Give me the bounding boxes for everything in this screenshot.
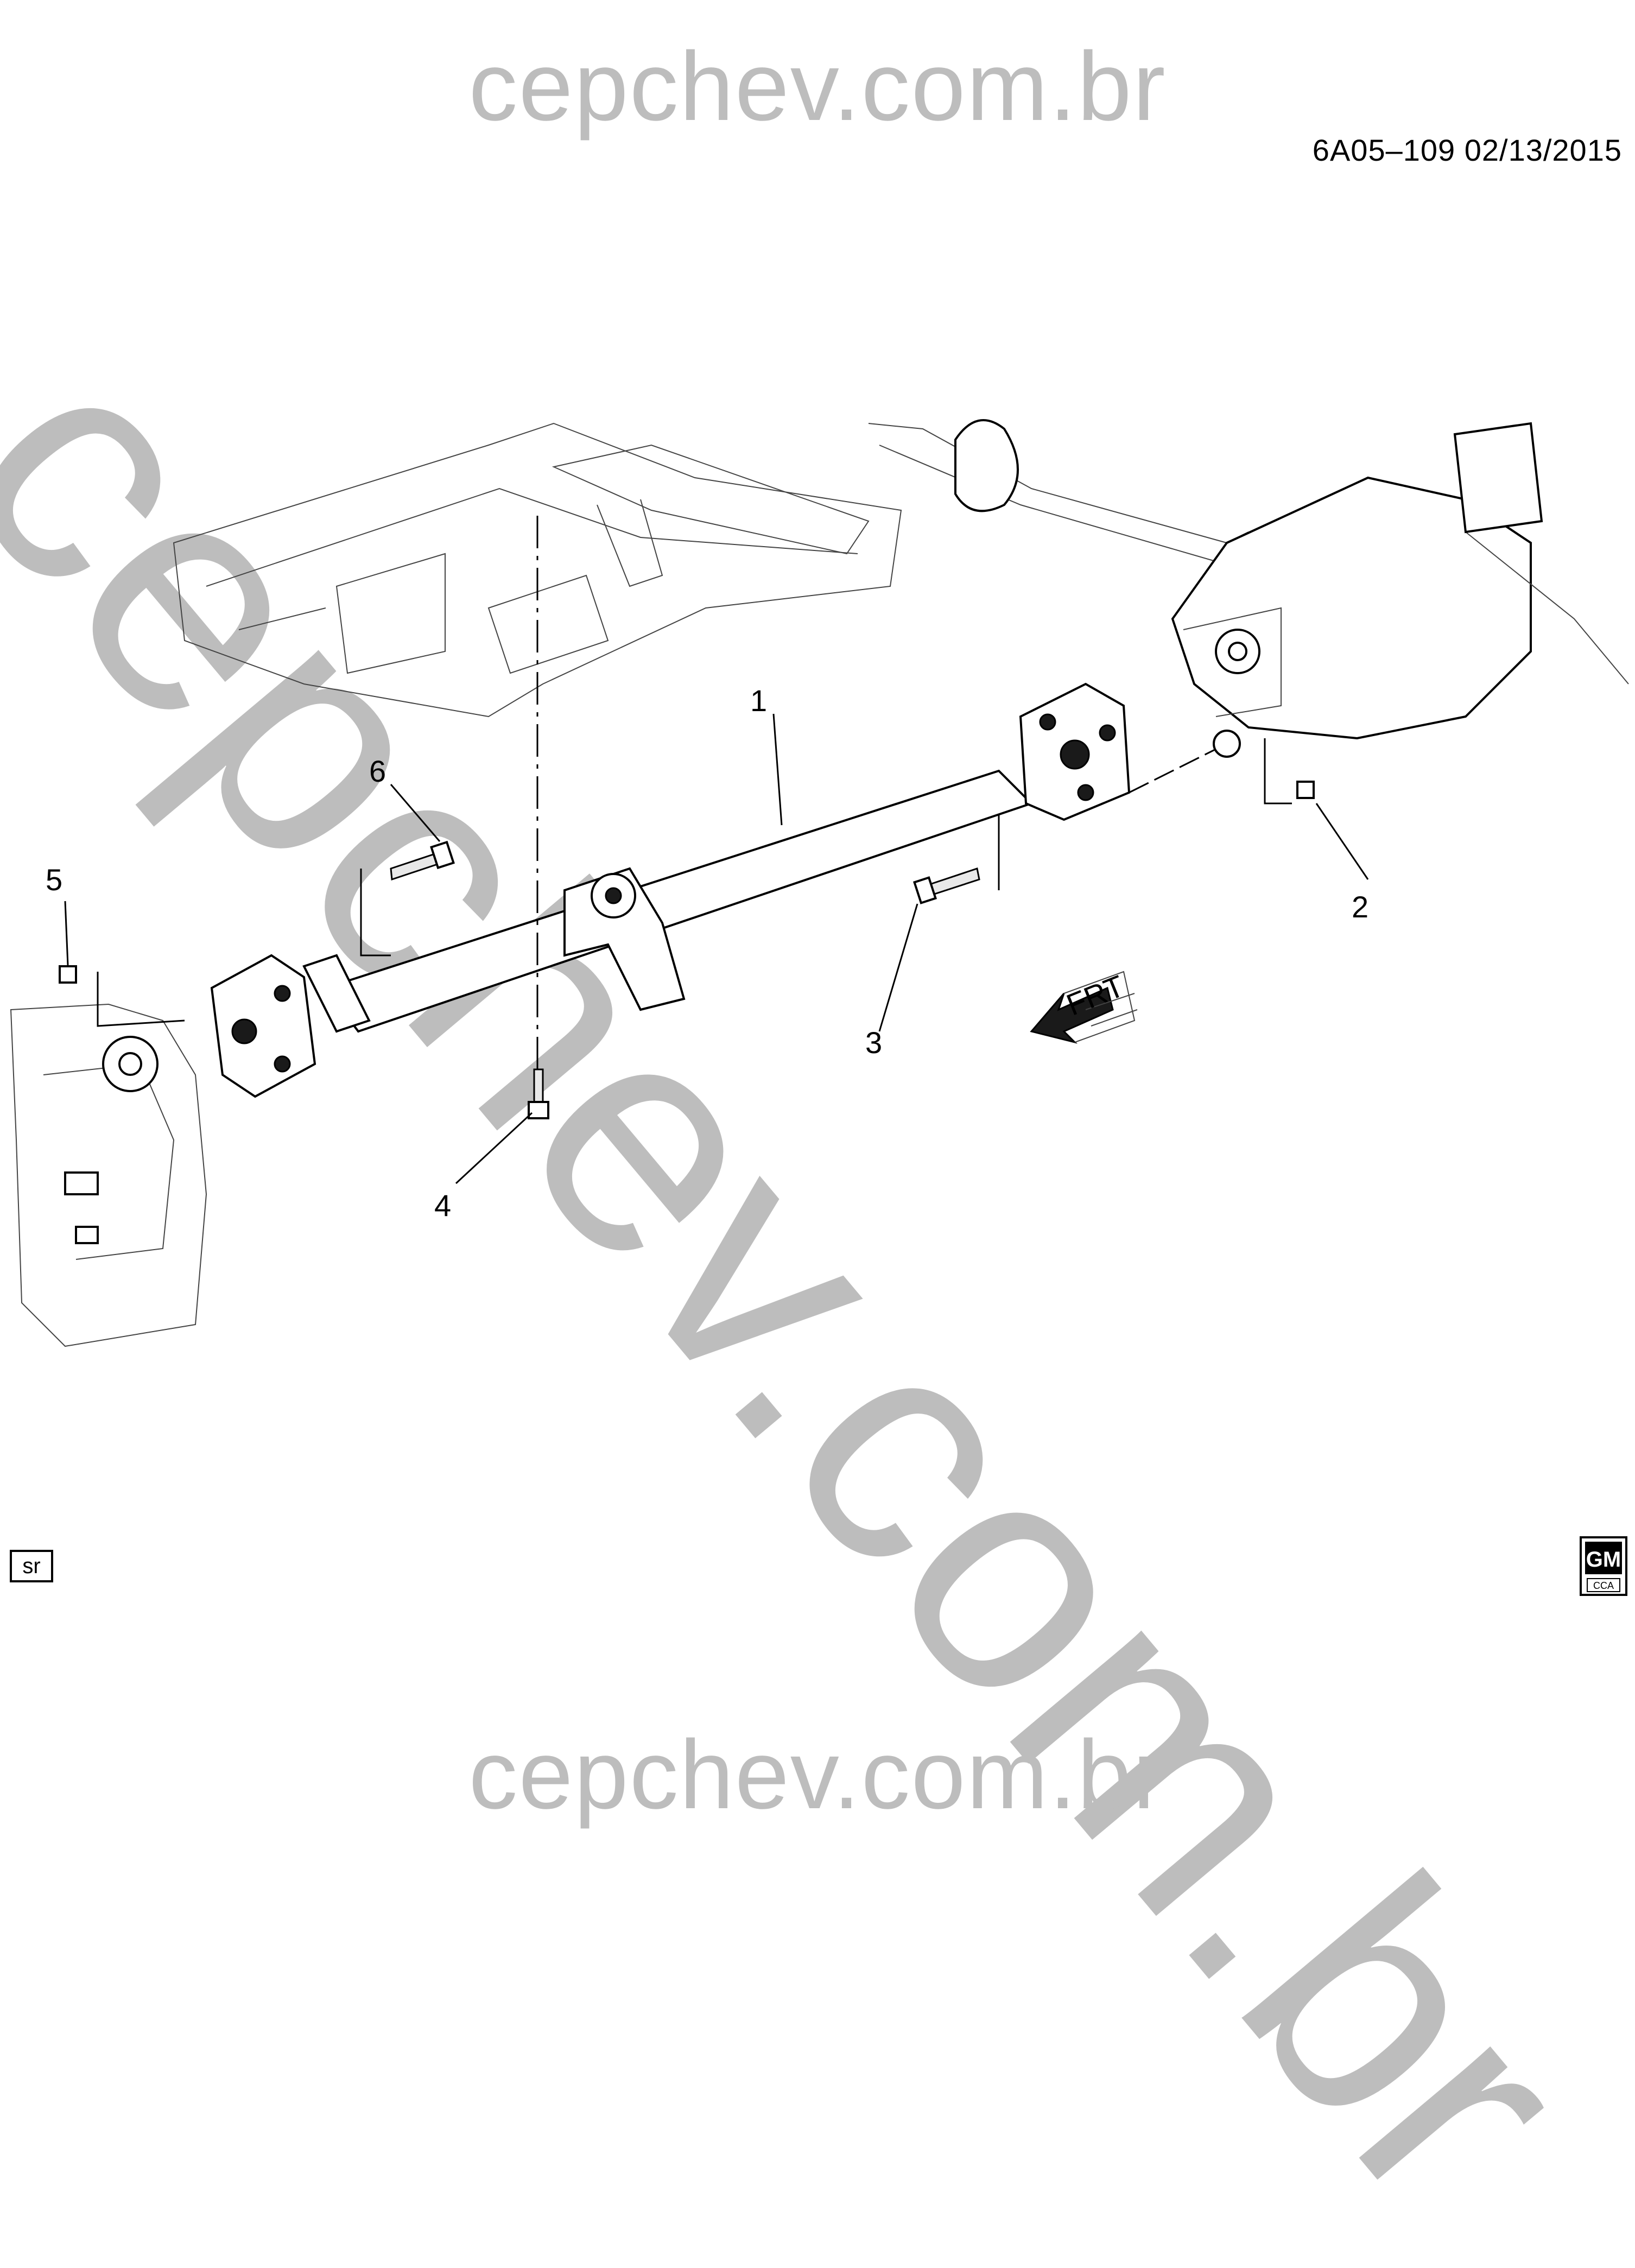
transmission bbox=[10, 1003, 207, 1347]
callout-6: 6 bbox=[369, 754, 386, 788]
bolt-3 bbox=[927, 867, 980, 897]
nut-5 bbox=[59, 965, 77, 984]
bolt-4-head bbox=[528, 1101, 549, 1119]
leader-lines bbox=[64, 516, 1369, 1184]
gm-logo-subtext: CCA bbox=[1593, 1580, 1614, 1591]
front-direction-arrow: FRT bbox=[1030, 968, 1138, 1044]
sr-badge: sr bbox=[10, 1550, 53, 1582]
callout-5: 5 bbox=[46, 863, 62, 897]
callout-3: 3 bbox=[865, 1025, 882, 1060]
watermark-top: cepchev.com.br bbox=[468, 32, 1167, 141]
gm-logo: GM CCA bbox=[1580, 1536, 1627, 1596]
callout-2: 2 bbox=[1352, 890, 1368, 924]
driveshaft-exploded-diagram: FRT 1 2 3 4 5 6 bbox=[10, 419, 1629, 1347]
fasteners bbox=[59, 781, 1315, 1119]
gm-logo-text: GM bbox=[1586, 1548, 1621, 1572]
callout-4: 4 bbox=[434, 1188, 451, 1222]
document-code: 6A05–109 02/13/2015 bbox=[1312, 133, 1622, 167]
bolt-6-head bbox=[430, 840, 455, 870]
nut-2 bbox=[1296, 781, 1315, 799]
watermark-bottom: cepchev.com.br bbox=[468, 1720, 1167, 1829]
propeller-shaft bbox=[210, 682, 1131, 1098]
callout-1: 1 bbox=[750, 683, 767, 718]
bolt-3-head bbox=[912, 876, 937, 904]
rear-differential bbox=[868, 419, 1629, 758]
underbody-frame bbox=[173, 422, 902, 718]
